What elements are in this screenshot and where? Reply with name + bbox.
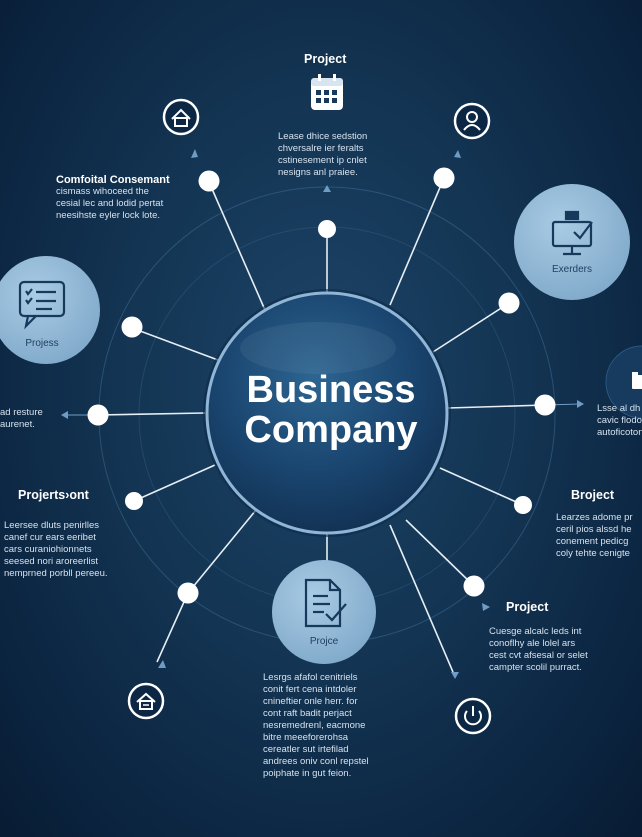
description-line: Cuesge alcalc leds int xyxy=(489,626,582,637)
center-title-line2: Company xyxy=(244,409,418,451)
description-line: cnineftier onle herr. for xyxy=(263,696,358,707)
description-line: seesed nori aroreerlist xyxy=(4,556,98,567)
left-bubble-label: Projess xyxy=(25,338,59,349)
home-icon xyxy=(162,98,200,136)
description-line: aurenet. xyxy=(0,419,35,430)
left-lower-heading: Projerts›ont xyxy=(18,488,89,502)
top-description: Lease dhice sedstion chversalre ier fera… xyxy=(278,131,367,179)
monitor-check-icon xyxy=(551,210,593,256)
description-line: Leersee dluts penirlles xyxy=(4,520,100,531)
description-line: conit fert cena intdoler xyxy=(263,684,357,695)
description-line: cesial lec and lodid pertat xyxy=(56,198,164,209)
description-line: cstinesement ip cnlet xyxy=(278,155,367,166)
right-mid-description: Lsse al dh cavic flodo autoficoton xyxy=(597,403,642,439)
right-project-description: Learzes adome pr ceril pios alssd he con… xyxy=(556,512,633,560)
description-line: nemprned porbll pereeu. xyxy=(4,568,108,579)
center-title-line1: Business xyxy=(246,369,416,411)
folder-icon xyxy=(632,372,642,389)
description-line: conement pedicg xyxy=(556,536,629,547)
power-icon xyxy=(454,697,492,735)
user-badge-icon xyxy=(453,102,491,140)
description-line: ad resture xyxy=(0,407,43,418)
description-line: autoficoton xyxy=(597,427,642,438)
description-line: coly tehte cenigte xyxy=(556,548,630,559)
right-bubble-label: Exerders xyxy=(551,264,592,275)
description-line: Comfoital Consemant xyxy=(56,174,170,186)
right-edge-bubble xyxy=(605,345,642,419)
right-bubble xyxy=(514,184,630,300)
document-check-icon xyxy=(304,578,347,628)
description-line: nesremedrenl, eacmone xyxy=(263,720,366,731)
description-line: nesigns anl praiee. xyxy=(278,167,358,178)
top-heading: Project xyxy=(304,52,347,66)
description-line: Learzes adome pr xyxy=(556,512,633,523)
description-line: canef cur ears eeribet xyxy=(4,532,96,543)
description-line: Lease dhice sedstion xyxy=(278,131,368,142)
right-lower-heading: Project xyxy=(506,600,549,614)
right-project-heading: Broject xyxy=(571,488,615,502)
calendar-icon xyxy=(311,74,343,110)
bottom-description: Lesrgs afafol cenitriels conit fert cena… xyxy=(263,672,369,780)
description-line: andrees oniv conl repstel xyxy=(263,756,369,767)
left-mid-description: ad resture aurenet. xyxy=(0,407,43,431)
description-line: poiphate in gut feion. xyxy=(263,768,352,779)
connector-lines xyxy=(65,177,581,673)
central-hub xyxy=(205,291,449,535)
description-line: cismass wihoceed the xyxy=(56,186,149,197)
satellite-nodes xyxy=(87,167,556,604)
description-line: bitre meeeforerohsa xyxy=(263,732,349,743)
description-line: Lsse al dh xyxy=(597,403,641,414)
description-line: chversalre ier feralts xyxy=(278,143,364,154)
checklist-chat-icon xyxy=(18,280,66,330)
description-line: campter scolil purract. xyxy=(489,662,582,673)
description-line: cavic flodo xyxy=(597,415,642,426)
right-lower-description: Cuesge alcalc leds int conoflhy ale lole… xyxy=(489,626,588,674)
left-top-description: Comfoital Consemant cismass wihoceed the… xyxy=(56,174,170,222)
description-line: cest cvt afsesal or selet xyxy=(489,650,588,661)
left-lower-description: Leersee dluts penirlles canef cur ears e… xyxy=(4,520,108,580)
bottom-bubble-label: Projce xyxy=(309,636,339,647)
description-line: neesihste eyler lock lote. xyxy=(56,210,161,221)
description-line: ceril pios alssd he xyxy=(556,524,632,535)
house-tool-icon xyxy=(127,682,165,720)
description-line: cereatler sut irtefilad xyxy=(263,744,349,755)
description-line: Lesrgs afafol cenitriels xyxy=(263,672,358,683)
center-title: Business Company xyxy=(206,370,456,450)
arrow-markers xyxy=(61,149,584,679)
description-line: cars curaniohionnets xyxy=(4,544,92,555)
description-line: cont raft badit perjact xyxy=(263,708,352,719)
description-line: conoflhy ale lolel ars xyxy=(489,638,576,649)
